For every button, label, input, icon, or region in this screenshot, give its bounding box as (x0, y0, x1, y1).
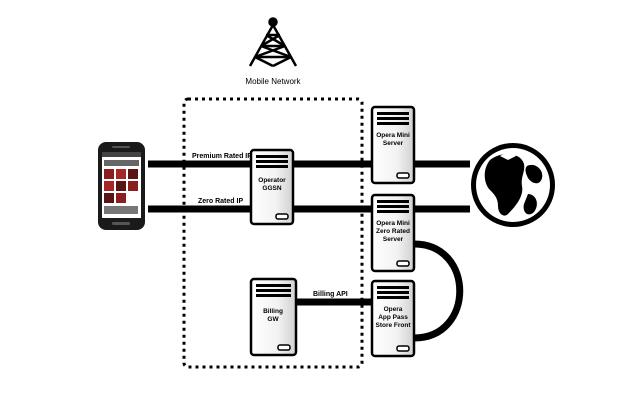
store-front-label-line2: App Pass (378, 314, 408, 321)
operator-ggsn-label-line1: Operator (258, 177, 286, 184)
opera-mini-server-label-line1: Opera Mini (376, 132, 410, 139)
smartphone-icon (98, 142, 145, 230)
operator-ggsn-label-line2: GGSN (262, 185, 281, 192)
store-front-label-line3: Store Front (375, 322, 411, 329)
antenna-tower-icon (248, 17, 298, 68)
zero-rated-server-label-line2: Zero Rated (376, 228, 410, 235)
billing-gw-server: Billing GW (249, 277, 298, 357)
zero-rated-server-label-line1: Opera Mini (376, 220, 410, 227)
zero-rated-server-label-line3: Server (383, 236, 404, 243)
zero-rated-ip-label: Zero Rated IP (198, 198, 243, 205)
billing-gw-label-line1: Billing (263, 308, 283, 315)
opera-app-pass-store-front-server: Opera App Pass Store Front (370, 279, 416, 358)
zero-rated-to-store-arc (413, 240, 464, 342)
internet-globe-icon (471, 143, 555, 227)
opera-mini-server-label-line2: Server (383, 140, 404, 147)
operator-ggsn-server: Operator GGSN (249, 148, 295, 226)
billing-api-label: Billing API (313, 291, 348, 298)
connection-lines (148, 160, 470, 342)
opera-mini-server: Opera Mini Server (370, 105, 416, 185)
premium-rated-ip-label: Premium Rated IP (192, 153, 252, 160)
mobile-network-boundary (182, 97, 364, 369)
opera-mini-zero-rated-server: Opera Mini Zero Rated Server (370, 193, 416, 273)
store-front-label-line1: Opera (384, 306, 403, 313)
mobile-network-label: Mobile Network (245, 77, 301, 86)
billing-gw-label-line2: GW (267, 316, 279, 323)
